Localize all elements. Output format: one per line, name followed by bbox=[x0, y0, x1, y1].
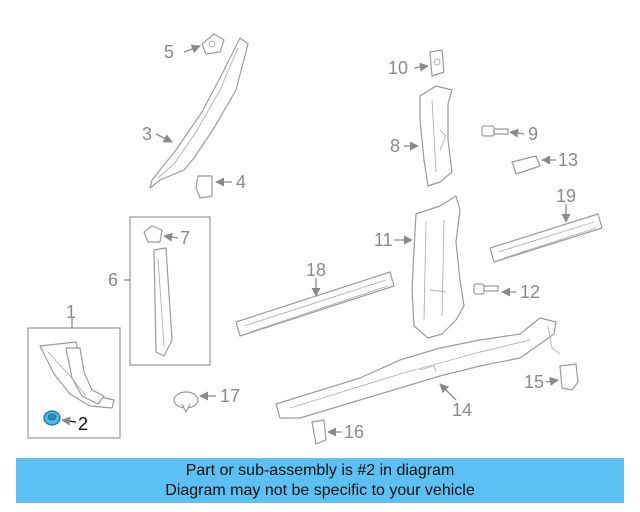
part-15-clip: 15 bbox=[524, 363, 579, 392]
callout-11[interactable]: 11 bbox=[374, 230, 393, 250]
banner-line-disclaimer: Diagram may not be specific to your vehi… bbox=[165, 482, 475, 499]
part-13-insert: 13 bbox=[511, 150, 578, 175]
callout-5[interactable]: 5 bbox=[164, 42, 174, 62]
callout-16[interactable]: 16 bbox=[344, 422, 364, 442]
part-16-clip: 16 bbox=[311, 419, 364, 445]
part-5-bracket: 5 bbox=[164, 33, 225, 62]
callout-4[interactable]: 4 bbox=[236, 172, 246, 192]
callout-3[interactable]: 3 bbox=[142, 124, 152, 144]
part-2-push-retainer[interactable]: 2 bbox=[43, 410, 88, 434]
callout-10[interactable]: 10 bbox=[388, 58, 408, 78]
callout-14[interactable]: 14 bbox=[452, 400, 472, 420]
callout-7[interactable]: 7 bbox=[180, 228, 190, 248]
part-4-clip: 4 bbox=[195, 172, 246, 199]
part-1-assembly-box: 1 bbox=[27, 302, 121, 439]
banner-line-part: Part or sub-assembly is #2 in diagram bbox=[185, 462, 455, 479]
part-6-assembly-box: 6 7 bbox=[108, 216, 211, 366]
part-19-scuff-strip: 19 bbox=[489, 186, 603, 263]
part-9-screw: 9 bbox=[481, 124, 538, 144]
part-10-clip: 10 bbox=[388, 49, 445, 78]
part-12-screw: 12 bbox=[473, 282, 540, 302]
callout-6[interactable]: 6 bbox=[108, 270, 118, 290]
part-14-rocker-trim: 14 bbox=[275, 317, 561, 420]
callout-17[interactable]: 17 bbox=[220, 386, 240, 406]
parts-diagram: 5 3 4 6 7 1 2 bbox=[27, 33, 603, 445]
part-18-scuff-strip: 18 bbox=[235, 260, 395, 337]
callout-19[interactable]: 19 bbox=[556, 186, 576, 206]
callout-12[interactable]: 12 bbox=[520, 282, 540, 302]
callout-18[interactable]: 18 bbox=[306, 260, 326, 280]
part-17-clip: 17 bbox=[173, 386, 240, 413]
callout-9[interactable]: 9 bbox=[528, 124, 538, 144]
part-8-b-pillar-upper-trim: 8 bbox=[390, 85, 453, 187]
part-3-a-pillar-trim: 3 bbox=[142, 37, 249, 189]
part-11-b-pillar-lower-trim: 11 bbox=[374, 195, 465, 339]
callout-8[interactable]: 8 bbox=[390, 136, 400, 156]
callout-1[interactable]: 1 bbox=[66, 302, 76, 322]
callout-15[interactable]: 15 bbox=[524, 372, 544, 392]
callout-13[interactable]: 13 bbox=[558, 150, 578, 170]
info-banner: Part or sub-assembly is #2 in diagram Di… bbox=[16, 458, 624, 503]
callout-2[interactable]: 2 bbox=[78, 414, 88, 434]
